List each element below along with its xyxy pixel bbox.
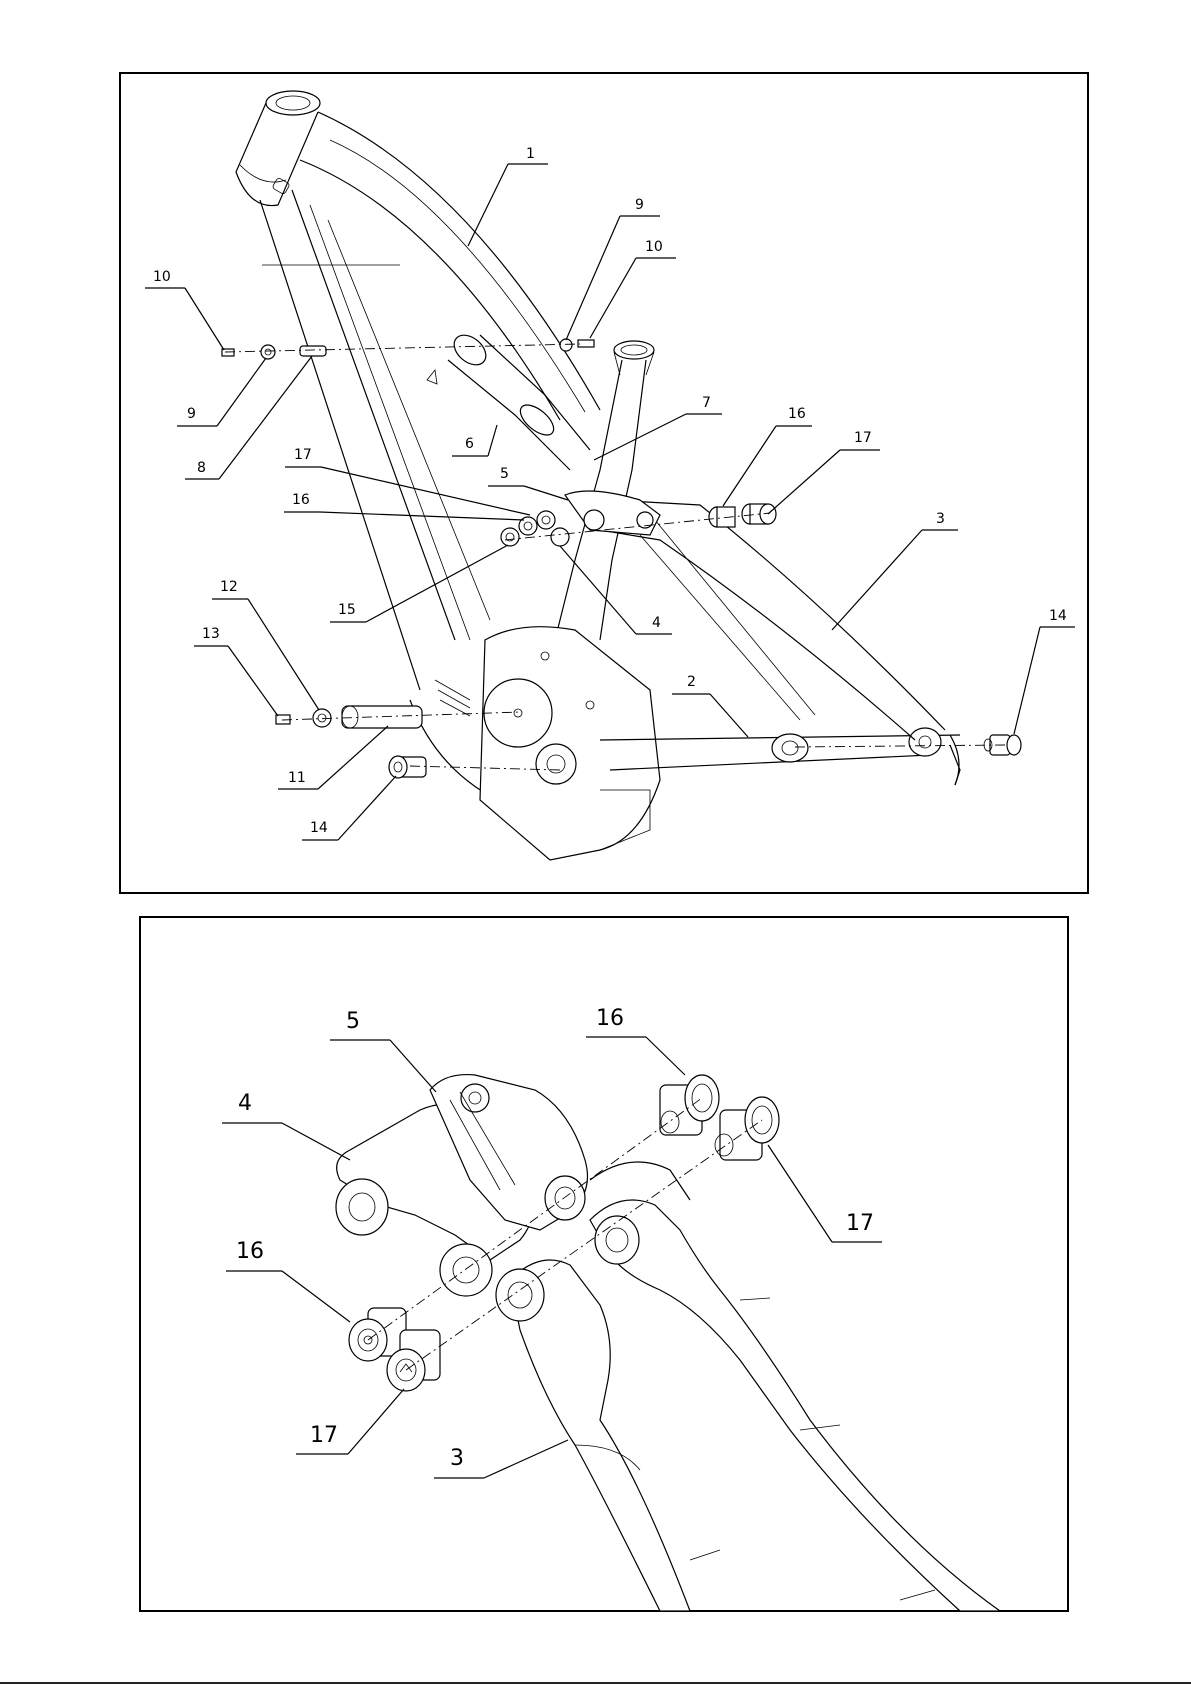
callout-text: 3 [450, 1446, 464, 1471]
callout-1: 1 [468, 146, 548, 246]
callout-11: 11 [278, 726, 388, 789]
callout-5: 5 [488, 466, 568, 500]
callout-text: 3 [936, 511, 945, 527]
callout-text: 10 [153, 269, 171, 285]
callout-b3: 3 [434, 1440, 568, 1478]
callout-text: 5 [500, 466, 509, 482]
callout-text: 16 [292, 492, 310, 508]
callout-text: 17 [854, 430, 872, 446]
callout-b17b: 17 [296, 1389, 404, 1454]
callout-b16b: 16 [226, 1239, 350, 1322]
callout-b16a: 16 [586, 1006, 685, 1075]
callout-b4: 4 [222, 1091, 350, 1160]
callout-3: 3 [832, 511, 958, 630]
callout-text: 9 [635, 197, 644, 213]
shock-absorber [448, 360, 570, 470]
callout-text: 11 [288, 770, 306, 786]
callout-text: 5 [346, 1009, 360, 1034]
motor-cap [484, 679, 552, 747]
page-bottom-rule [0, 1682, 1191, 1684]
callout-9b: 9 [177, 358, 266, 426]
callout-17a: 17 [768, 430, 880, 514]
frame-assembly-drawing [222, 91, 1021, 860]
head-tube-top [266, 91, 320, 115]
callout-15: 15 [330, 545, 508, 622]
callout-13: 13 [194, 626, 278, 716]
callout-text: 4 [652, 615, 661, 631]
seat-tube-collar [614, 341, 654, 359]
callout-text: 16 [236, 1239, 264, 1264]
callout-4: 4 [560, 546, 672, 634]
bushing-16-upper [660, 1075, 719, 1135]
callout-text: 17 [294, 447, 312, 463]
callout-2: 2 [672, 674, 748, 737]
callout-8: 8 [185, 356, 312, 479]
callout-text: 7 [702, 395, 711, 411]
callout-9a: 9 [566, 197, 660, 340]
callout-text: 13 [202, 626, 220, 642]
callout-text: 6 [465, 436, 474, 452]
callout-text: 2 [687, 674, 696, 690]
callout-16a: 16 [723, 406, 812, 506]
callout-text: 14 [1049, 608, 1067, 624]
callout-text: 17 [846, 1211, 874, 1236]
callout-text: 14 [310, 820, 328, 836]
callout-text: 8 [197, 460, 206, 476]
top-tube-upper [318, 112, 600, 410]
callout-b5: 5 [330, 1009, 436, 1092]
callout-17b: 17 [285, 447, 530, 515]
callout-6: 6 [452, 425, 497, 456]
callout-text: 9 [187, 406, 196, 422]
callout-text: 15 [338, 602, 356, 618]
callout-text: 16 [788, 406, 806, 422]
callout-text: 17 [310, 1423, 338, 1448]
callout-text: 16 [596, 1006, 624, 1031]
callout-b17a: 17 [768, 1145, 882, 1242]
callout-text: 10 [645, 239, 663, 255]
bushing-17-upper [715, 1097, 779, 1160]
callout-12: 12 [212, 579, 319, 710]
callout-14b: 14 [302, 776, 396, 840]
callout-16b: 16 [284, 492, 524, 520]
callout-text: 1 [526, 146, 535, 162]
callout-10b: 10 [145, 269, 224, 350]
callout-text: 12 [220, 579, 238, 595]
callout-text: 4 [238, 1091, 252, 1116]
callout-14a: 14 [1014, 608, 1075, 734]
